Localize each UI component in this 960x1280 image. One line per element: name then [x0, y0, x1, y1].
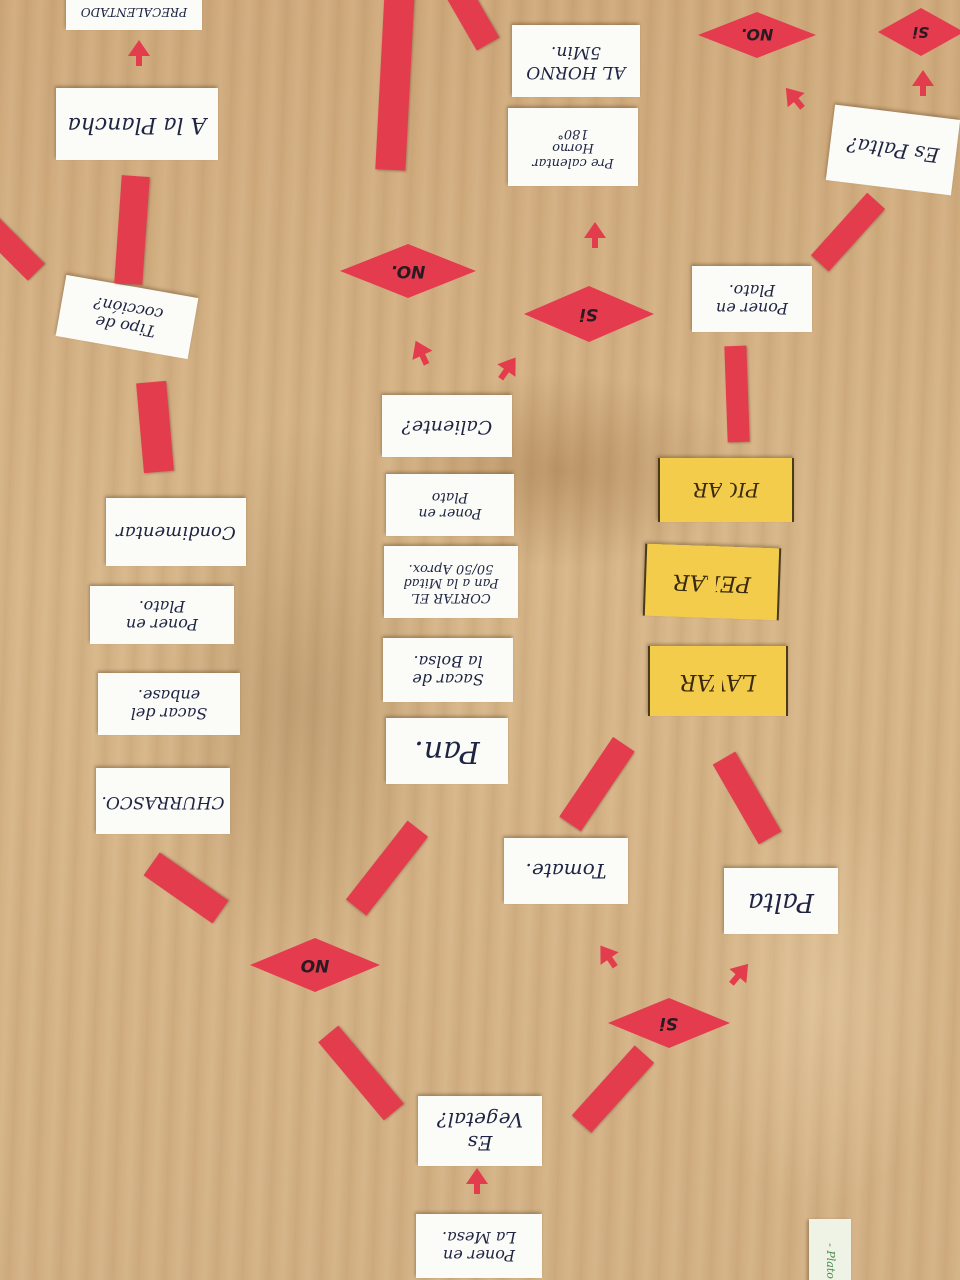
connector-strip [724, 345, 750, 443]
arrowhead [777, 80, 805, 108]
card-tipo-de-coccion: Tipo de cocción? [55, 274, 199, 360]
arrowhead [466, 1168, 488, 1194]
decision-no-top: NO. [698, 12, 816, 58]
connector-strip [446, 0, 500, 51]
arrowhead [591, 939, 619, 965]
card-al-horno: AL HORNO 5Min. [512, 25, 640, 97]
card-poner-en-plato-3: Poner en Plato. [692, 266, 812, 332]
decision-si-middle: Si [524, 286, 654, 342]
connector-strip [0, 207, 45, 281]
connector-strip [810, 192, 886, 272]
card-palta: Palta [724, 868, 838, 934]
card-pre-calentado: PRECALENTADO [66, 0, 202, 30]
card-pelar: PELAR [642, 543, 782, 621]
card-cortar-el-pan: CORTAR EL Pan a la Mitad 50/50 Aprox. [384, 546, 518, 618]
card-poner-en-plato-1: Poner en Plato. [90, 586, 234, 644]
arrowhead [128, 40, 150, 66]
connector-strip [318, 1025, 404, 1121]
connector-strip [114, 175, 150, 285]
arrowhead [584, 222, 606, 248]
card-note: - Plato [809, 1219, 851, 1280]
card-es-vegetal: Es Vegetal? [418, 1096, 542, 1166]
card-poner-en-plato-2: Poner en Plato [386, 474, 514, 536]
arrowhead [912, 70, 934, 96]
card-sacar-del-envase: Sacar del enbase. [98, 673, 240, 735]
card-pre-calentar-horno: Pre calentar Horno 180° [508, 108, 638, 186]
card-pan: Pan. [386, 718, 508, 784]
decision-no-middle: NO. [340, 244, 476, 298]
card-picar: PICAR [658, 458, 794, 522]
connector-strip [375, 0, 415, 171]
card-condimentar: Condimentar [106, 498, 246, 566]
arrowhead [405, 336, 433, 360]
connector-strip [712, 751, 782, 845]
connector-strip [559, 736, 635, 832]
card-caliente: Caliente? [382, 395, 512, 457]
arrowhead [729, 956, 757, 984]
card-tomate: Tomate. [504, 838, 628, 904]
card-poner-en-la-mesa: Poner en La Mesa. [416, 1214, 542, 1278]
decision-no-bottom: NO [250, 938, 380, 992]
connector-strip [143, 852, 229, 924]
arrowhead [497, 351, 525, 377]
decision-si-bottom: Si [608, 998, 730, 1048]
card-churrasco: CHURRASCO. [96, 768, 230, 834]
card-lavar: LAVAR [648, 646, 788, 716]
connector-strip [345, 820, 429, 916]
card-es-palta: Es Palta? [825, 104, 960, 196]
connector-strip [136, 380, 174, 474]
decision-si-top: Si [878, 8, 960, 56]
connector-strip [571, 1045, 655, 1133]
card-a-la-plancha: A la Plancha [56, 88, 218, 160]
card-sacar-de-la-bolsa: Sacar de la Bolsa. [383, 638, 513, 702]
